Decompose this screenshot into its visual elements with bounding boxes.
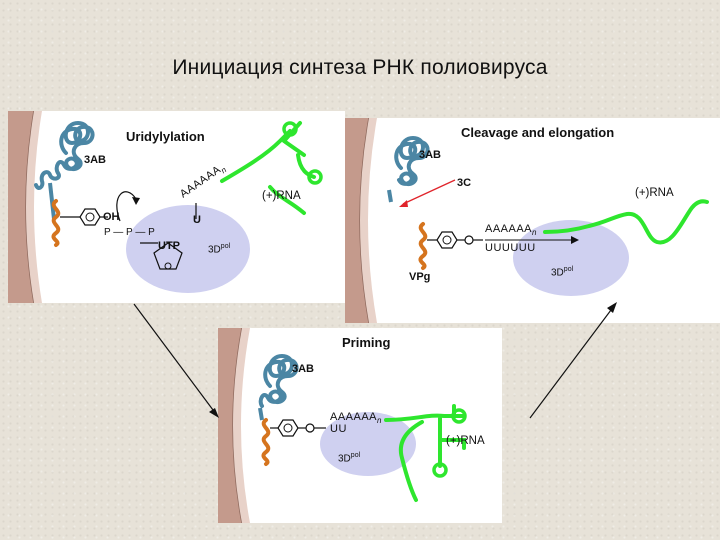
arrow-priming-to-cleavage xyxy=(529,305,615,419)
label-rna: (+)RNA xyxy=(446,435,485,447)
label-polya: AAAAAAn xyxy=(330,412,382,425)
polymerase-3d xyxy=(126,205,250,293)
label-3ab: 3AB xyxy=(419,149,442,161)
label-3c: 3C xyxy=(457,177,472,189)
label-polya-text: AAAAAA xyxy=(330,411,378,423)
vpg-squiggle xyxy=(51,199,61,247)
priming-graphic xyxy=(218,328,467,523)
transfer-arrow xyxy=(116,191,137,222)
polymerase-3d xyxy=(513,220,629,296)
label-pol: pol xyxy=(563,266,574,273)
panel-cleavage-elongation: Cleavage and elongation 3AB 3C (+)RNA AA… xyxy=(345,118,720,323)
label-uu: UU xyxy=(330,423,347,435)
protein-3ab-coil xyxy=(258,353,299,408)
vpg-squiggle xyxy=(261,418,271,466)
panel-uridylylation: Uridylylation 3AB OH P — P — P UTP U AAA… xyxy=(8,111,345,303)
label-3dpol: 3Dpol xyxy=(551,266,573,278)
membrane xyxy=(218,328,242,523)
protein-3ab-anchor xyxy=(48,182,56,220)
membrane xyxy=(345,118,369,323)
protein-3ab-anchor xyxy=(258,407,264,421)
label-polya: AAAAAAn xyxy=(485,224,537,237)
label-polya-text: AAAAAA xyxy=(485,223,533,235)
polymerase-3d xyxy=(320,412,416,476)
label-phosphates: P — P — P xyxy=(104,227,155,238)
panel-title-cleavage: Cleavage and elongation xyxy=(461,125,615,140)
label-polya-n: n xyxy=(532,228,537,238)
label-oh: OH xyxy=(103,211,120,223)
label-3d: 3D xyxy=(338,453,351,465)
label-pol: pol xyxy=(220,243,231,250)
panel-priming: Priming 3AB AAAAAAn UU (+)RNA 3Dpol xyxy=(218,328,502,523)
rna-strand xyxy=(543,199,709,245)
label-3dpol: 3Dpol xyxy=(338,452,360,464)
protein-3ab-coil xyxy=(394,135,430,187)
label-polya-n: n xyxy=(377,416,382,426)
rna-strand xyxy=(384,404,466,502)
slide-title: Инициация синтеза РНК полиовируса xyxy=(172,56,548,79)
protein-3ab-coil xyxy=(34,120,95,190)
label-u: U xyxy=(193,214,201,226)
label-vpg: VPg xyxy=(409,271,431,283)
label-rna: (+)RNA xyxy=(262,190,301,202)
protein-3ab-anchor xyxy=(387,189,393,203)
panel-title-priming: Priming xyxy=(342,335,391,350)
uridylylation-graphic xyxy=(8,111,323,303)
label-3ab: 3AB xyxy=(84,154,107,166)
label-utp: UTP xyxy=(158,240,180,252)
panel-title-uridylylation: Uridylylation xyxy=(126,129,205,144)
label-3d: 3D xyxy=(551,267,564,279)
label-rna: (+)RNA xyxy=(635,187,674,199)
vpg-squiggle xyxy=(418,222,428,270)
label-uuuuuu: UUUUUU xyxy=(485,242,536,254)
label-pol: pol xyxy=(350,452,361,459)
cleavage-arrow xyxy=(402,179,456,205)
rna-strand xyxy=(220,121,316,215)
label-3dpol: 3Dpol xyxy=(208,243,230,255)
label-3d: 3D xyxy=(208,244,221,256)
arrow-uridylylation-to-priming xyxy=(133,303,217,415)
ribose-ring xyxy=(153,242,183,270)
cleavage-graphic xyxy=(345,118,709,323)
label-3ab: 3AB xyxy=(292,363,315,375)
